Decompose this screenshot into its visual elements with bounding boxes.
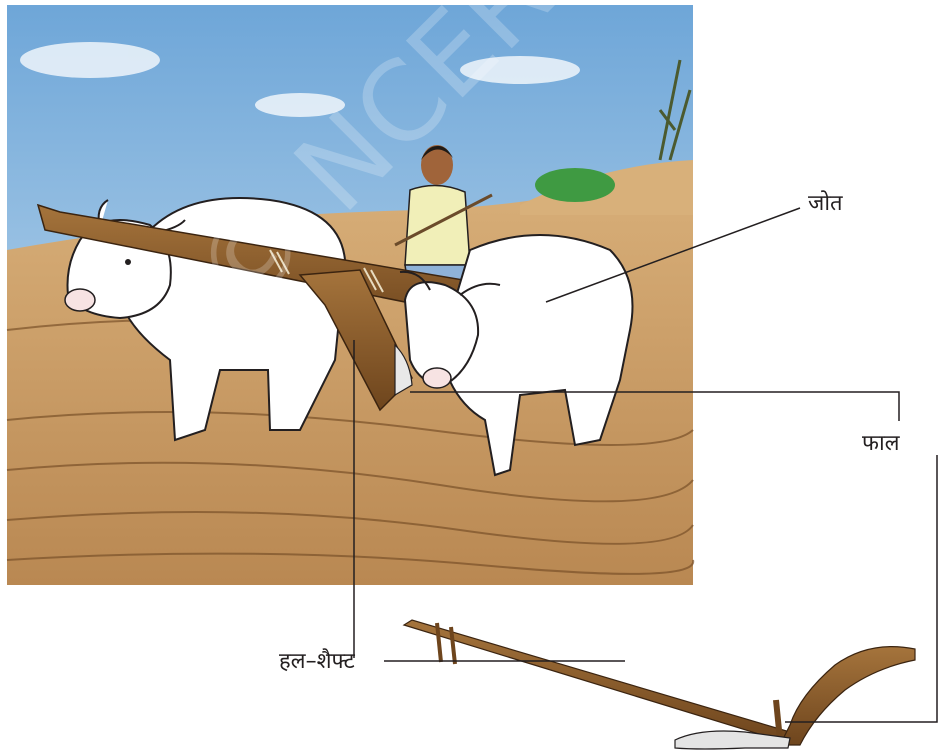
plough-shaft-beam (404, 620, 790, 742)
label-ploughshare: फाल (862, 433, 900, 455)
bush (535, 168, 615, 202)
plough-handle (780, 647, 915, 745)
leader-share-bottom (785, 455, 937, 722)
label-yoke: जोत (808, 193, 843, 215)
field-illustration: © NCERT (7, 0, 693, 585)
label-plough-shaft: हल–शैफ्ट (279, 651, 355, 673)
plough-drawing (404, 620, 915, 749)
plough-peg (776, 700, 780, 740)
